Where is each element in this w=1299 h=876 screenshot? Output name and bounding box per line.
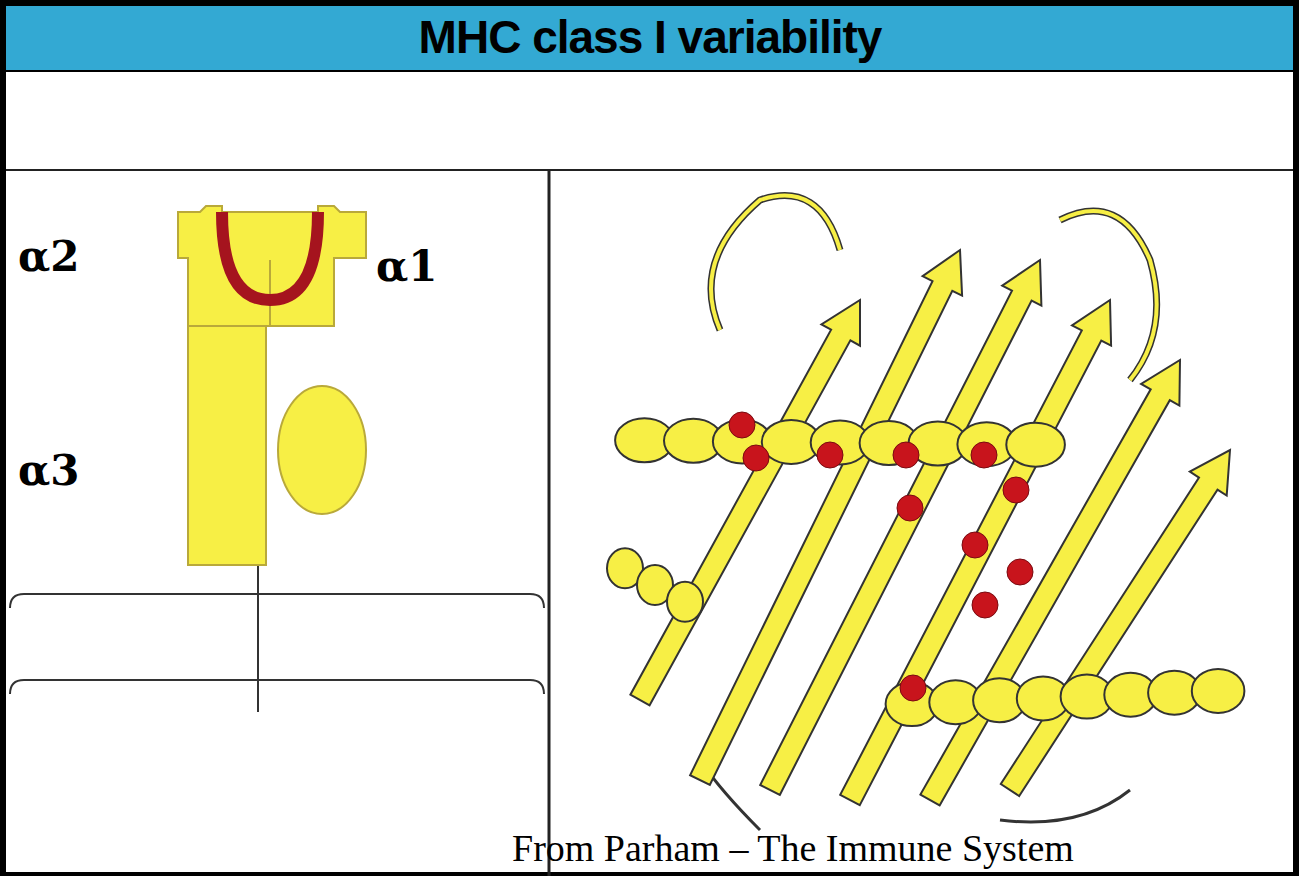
domain-label: α3 xyxy=(18,446,80,495)
transmembrane-stem xyxy=(257,565,259,712)
alpha1-alpha2-domain xyxy=(178,206,366,326)
polymorphic-residue xyxy=(900,675,926,701)
alpha-helix xyxy=(1192,669,1245,713)
polymorphic-residue xyxy=(897,495,923,521)
ribbon-structure xyxy=(607,196,1244,830)
polymorphic-residue xyxy=(1007,559,1033,585)
loop xyxy=(711,196,840,330)
panel-divider xyxy=(548,170,551,876)
beta-strand xyxy=(1001,450,1230,796)
loop xyxy=(711,196,840,330)
alpha-helix xyxy=(667,582,703,622)
beta-strand xyxy=(630,300,860,705)
panel-ground xyxy=(6,72,1293,872)
caption: From Parham – The Immune System xyxy=(512,826,1074,870)
polymorphic-residue xyxy=(971,442,997,468)
membrane xyxy=(10,594,544,608)
domain-label: α2 xyxy=(18,232,80,281)
polymorphic-residue xyxy=(817,442,843,468)
polymorphic-residue xyxy=(729,412,755,438)
polymorphic-residue xyxy=(893,442,919,468)
polymorphic-residue xyxy=(972,592,998,618)
alpha3-domain xyxy=(188,326,266,565)
peptide-groove xyxy=(222,212,318,300)
alpha-helix xyxy=(1006,423,1065,467)
membrane xyxy=(10,680,544,694)
polymorphic-residue xyxy=(1003,477,1029,503)
polymorphic-residue xyxy=(743,445,769,471)
title-band xyxy=(6,6,1293,70)
panel-divider xyxy=(6,169,1293,171)
polymorphic-residue xyxy=(962,532,988,558)
loop xyxy=(700,760,1130,830)
domain-boundary xyxy=(269,260,271,326)
beta2-microglobulin xyxy=(278,386,366,514)
title: MHC class I variability xyxy=(419,10,882,64)
domain-label: α1 xyxy=(376,242,438,291)
